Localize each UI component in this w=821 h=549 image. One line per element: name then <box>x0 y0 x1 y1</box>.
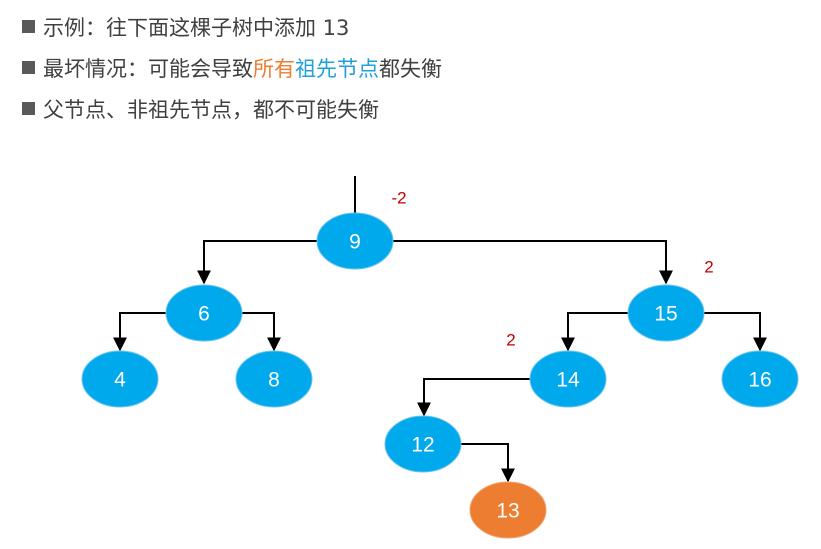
node-label: 4 <box>114 369 126 392</box>
bullet-text: 父节点、非祖先节点，都不可能失衡 <box>43 97 379 122</box>
node-shape <box>721 350 799 408</box>
bullet-text-tail: 都失衡 <box>379 56 442 81</box>
node-shape <box>165 284 243 342</box>
tree-node-8: 8 <box>235 350 313 408</box>
square-bullet-icon <box>22 102 35 115</box>
tree-node-6: 6 <box>165 284 243 342</box>
node-label: 13 <box>496 500 519 523</box>
edge-6-4 <box>113 312 166 352</box>
bullet-item-example: 示例：往下面这棵子树中添加 13 <box>22 6 442 47</box>
tree-node-16: 16 <box>721 350 799 408</box>
node-shape <box>469 481 547 539</box>
highlight-all: 所有 <box>253 56 295 81</box>
tree-node-12: 12 <box>384 415 462 473</box>
node-shape <box>235 350 313 408</box>
highlight-ancestor-nodes: 祖先节点 <box>295 56 379 81</box>
square-bullet-icon <box>22 61 35 74</box>
tree-node-14: 14 <box>529 350 607 408</box>
node-label: 8 <box>268 369 280 392</box>
edge-12-13 <box>461 443 515 483</box>
bullet-text: 最坏情况：可能会导致 <box>43 56 253 81</box>
bullet-text: 示例：往下面这棵子树中添加 13 <box>43 15 350 40</box>
node-label: 15 <box>654 303 677 326</box>
edge-9-6 <box>197 240 317 285</box>
bullet-item-parent-nodes: 父节点、非祖先节点，都不可能失衡 <box>22 88 442 129</box>
edge-15-16 <box>704 312 767 352</box>
edge-15-14 <box>561 312 628 352</box>
node-label: 14 <box>556 369 580 392</box>
node-label: 12 <box>411 434 434 457</box>
square-bullet-icon <box>22 20 35 33</box>
node-label: 6 <box>198 303 210 326</box>
edge-6-8 <box>242 312 281 352</box>
tree-node-9: 9 <box>316 212 394 270</box>
bullet-list: 示例：往下面这棵子树中添加 13 最坏情况：可能会导致所有祖先节点都失衡 父节点… <box>22 6 442 129</box>
balance-factor-14: 2 <box>506 331 515 350</box>
balance-factor-9: -2 <box>391 189 406 208</box>
node-shape <box>384 415 462 473</box>
tree-node-4: 4 <box>81 350 159 408</box>
node-label: 16 <box>748 369 771 392</box>
edge-14-12 <box>417 378 530 417</box>
balance-factor-15: 2 <box>704 258 713 277</box>
tree-node-13-inserted: 13 <box>469 481 547 539</box>
node-shape <box>529 350 607 408</box>
edge-9-15 <box>393 240 673 285</box>
node-shape <box>627 284 705 342</box>
bullet-item-worst-case: 最坏情况：可能会导致所有祖先节点都失衡 <box>22 47 442 88</box>
node-label: 9 <box>349 231 361 254</box>
node-shape <box>316 212 394 270</box>
tree-node-15: 15 <box>627 284 705 342</box>
node-shape <box>81 350 159 408</box>
